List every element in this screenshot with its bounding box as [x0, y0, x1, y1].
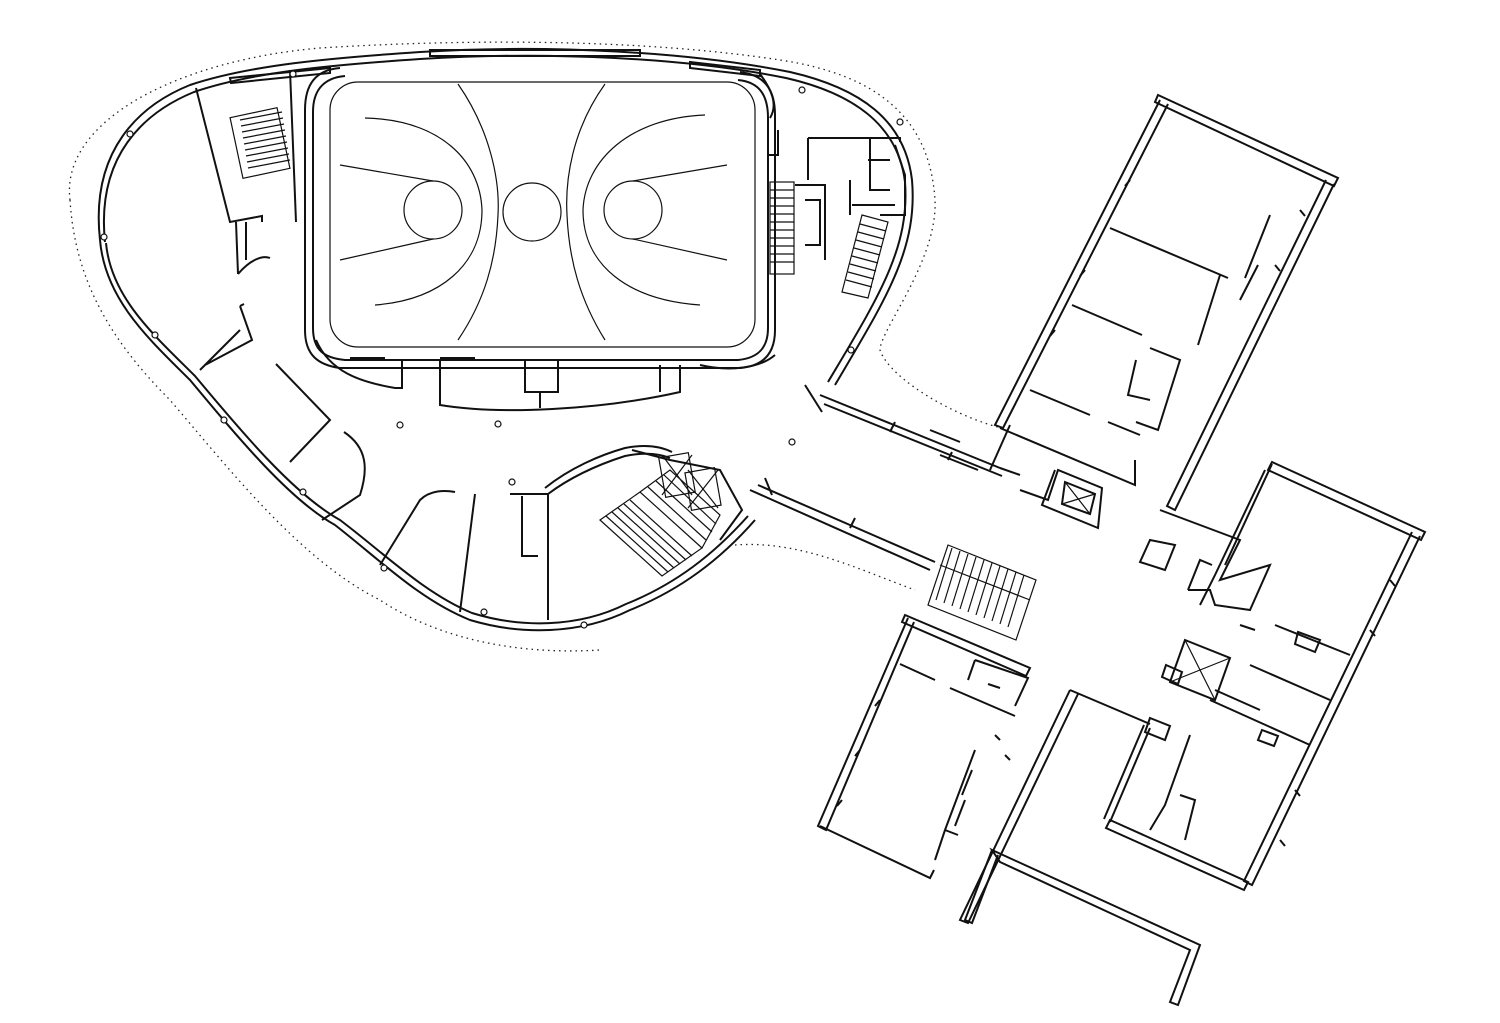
east-east-wing [1103, 460, 1427, 892]
corridor-arc-wall [544, 444, 673, 489]
outer-envelope-wall [97, 47, 914, 386]
outer-envelope-south-inner [105, 242, 749, 625]
right-three-point-arc [582, 114, 706, 306]
central-core-wall [631, 449, 744, 541]
corridor-north-wall [819, 394, 1021, 476]
enw-partition-1 [1109, 227, 1229, 346]
corridor-stub-walls [929, 429, 979, 471]
gym-south-partition [315, 339, 776, 412]
enw-partition-3 [1029, 359, 1151, 436]
top-glazing-left [228, 66, 331, 85]
right-key-lines [632, 164, 728, 261]
enw-toilet-block [989, 424, 1136, 530]
top-glazing-right [689, 60, 761, 78]
right-free-throw-circle [603, 180, 663, 240]
ne-core-wall-2 [767, 130, 779, 275]
enw-partition-4 [1239, 214, 1271, 301]
left-sideline-arc [457, 83, 499, 341]
sw-room-wall-5 [459, 493, 476, 613]
sw-room-wall-4 [379, 490, 456, 566]
corridor-door-marks [764, 384, 953, 529]
basketball-court [329, 81, 756, 348]
esw-south-wall [819, 825, 935, 880]
left-three-point-arc [364, 117, 483, 306]
west-long-wall [289, 69, 297, 223]
left-key-lines [339, 164, 434, 261]
es-south-block [989, 847, 1202, 1007]
structural-columns [100, 70, 904, 629]
corridor-south-wall-2 [757, 484, 936, 563]
east-south-wing [963, 689, 1202, 1007]
gym-hall-wall [304, 67, 776, 369]
ee-small-rooms [1143, 630, 1322, 748]
esw-pilasters [836, 699, 1011, 807]
corridor-south-wall [749, 489, 931, 571]
center-circle [502, 182, 562, 242]
es-north-wall [1069, 689, 1151, 725]
ee-west-lower [1103, 724, 1151, 823]
sw-room-wall-2 [275, 363, 332, 463]
esw-north-wall [900, 613, 1032, 678]
esw-inner-rooms [934, 749, 976, 861]
ee-west-wall [1199, 463, 1273, 606]
es-south-block-west [963, 849, 999, 925]
sw-room-wall-6 [510, 493, 549, 620]
ee-core [1138, 509, 1272, 612]
corridor-north-wall-2 [823, 403, 1003, 477]
east-north-wing [989, 93, 1340, 530]
ee-south-wall [1104, 818, 1250, 892]
east-southwest-wing [816, 613, 1079, 925]
west-stair-wall [195, 87, 271, 275]
sw-room-wall-1 [199, 303, 254, 371]
enw-west-wall [993, 99, 1169, 430]
corridor-arc-wall-inner [547, 452, 671, 495]
enw-outer-wall-north [1153, 93, 1340, 188]
esw-east-wall [958, 689, 1079, 925]
top-glazing-mid [429, 49, 641, 57]
esw-partitions [899, 659, 1030, 717]
gym-curve-right [759, 73, 775, 119]
ee-partitions [1149, 624, 1351, 841]
enw-pilaster-marks [1049, 179, 1306, 337]
central-stair [599, 452, 722, 577]
enw-toilet-cross [1061, 481, 1096, 515]
site-boundary-dotted [68, 41, 1011, 652]
court-boundary [329, 81, 756, 348]
sw-room-wall-3 [321, 431, 366, 521]
ee-pilasters [1279, 579, 1396, 847]
outer-envelope-wall-inner [102, 54, 907, 383]
enw-east-wall [1165, 179, 1335, 512]
ne-stair-1 [769, 181, 795, 275]
ne-core-wall [795, 137, 906, 260]
link-corridor [749, 384, 1021, 571]
esw-west-wall [816, 617, 915, 832]
gymnasium-wing [97, 47, 914, 632]
ne-stair-2 [841, 214, 889, 299]
ee-north-wall [1266, 460, 1427, 542]
enw-partition-2 [1071, 304, 1182, 432]
west-stair [229, 106, 291, 180]
link-stair [927, 544, 1037, 641]
right-sideline-arc [566, 83, 606, 341]
left-free-throw-circle [403, 180, 463, 240]
